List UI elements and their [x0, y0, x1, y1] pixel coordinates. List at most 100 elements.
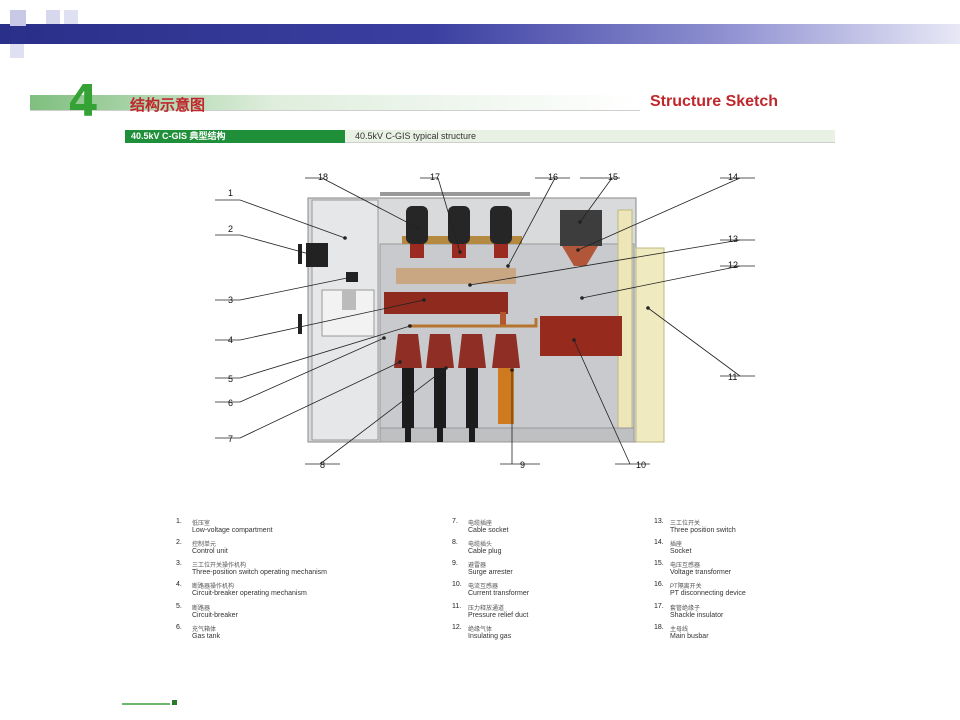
leader-dots: [318, 220, 650, 372]
shackle-insulators: [406, 206, 512, 258]
legend-en: Socket: [670, 548, 692, 555]
callout-15: 15: [608, 172, 618, 182]
control-unit: [306, 243, 328, 267]
voltage-transformer: [560, 210, 602, 246]
legend-number: 10.: [452, 581, 462, 588]
legend-number: 12.: [452, 624, 462, 631]
legend-number: 4.: [176, 581, 182, 588]
legend-number: 1.: [176, 518, 182, 525]
callout-12: 12: [728, 260, 738, 270]
legend-en: Pressure relief duct: [468, 612, 529, 619]
legend-number: 3.: [176, 560, 182, 567]
legend-number: 16.: [654, 581, 664, 588]
legend-cn: 控制单元: [192, 542, 217, 548]
pt-socket: [562, 246, 598, 266]
subheader-cn: 40.5kV C-GIS 典型结构: [125, 130, 345, 143]
current-transformer: [540, 316, 622, 356]
callout-6: 6: [228, 398, 233, 408]
legend-cn: 断路器: [192, 606, 211, 612]
legend-en: Insulating gas: [468, 633, 512, 640]
callout-5: 5: [228, 374, 233, 384]
breaker-link: [500, 312, 506, 326]
legend-cn: PT隔离开关: [670, 584, 702, 590]
legend-cn: 主母线: [670, 627, 689, 633]
legend-number: 6.: [176, 624, 182, 631]
legend-cn: 套管绝缘子: [670, 606, 701, 612]
deco-square: [64, 10, 78, 24]
bottom-plate: [379, 427, 635, 443]
cable-plugs: [394, 334, 520, 428]
legend-cn: 三工位开关: [670, 521, 701, 527]
legend-number: 13.: [654, 518, 664, 525]
callout-11: 11: [728, 372, 737, 382]
legend-cn: 避雷器: [468, 563, 487, 569]
legend-cn: 压力释放通道: [468, 606, 505, 612]
callout-4: 4: [228, 335, 233, 345]
callout-18: 18: [318, 172, 328, 182]
deco-square: [10, 10, 26, 26]
cable-end: [405, 428, 411, 442]
legend-cn: 电压互感器: [670, 563, 701, 569]
top-frame: [380, 192, 530, 196]
subheader-en: 40.5kV C-GIS typical structure: [345, 130, 835, 143]
legend-number: 8.: [452, 539, 458, 546]
legend-en: Gas tank: [192, 633, 221, 640]
legend-cn: 断路器操作机构: [192, 584, 235, 590]
leader-lines: [215, 177, 755, 465]
top-banner-bar: [0, 24, 960, 44]
legend-en: Voltage transformer: [670, 569, 732, 576]
legend-en: PT disconnecting device: [670, 590, 746, 597]
deco-square: [10, 44, 24, 58]
callout-2: 2: [228, 224, 233, 234]
callout-8: 8: [320, 460, 325, 470]
legend-en: Circuit-breaker operating mechanism: [192, 590, 307, 597]
legend-number: 14.: [654, 539, 664, 546]
header-strip: [30, 95, 640, 111]
legend-en: Circuit-breaker: [192, 612, 238, 619]
callout-10: 10: [636, 460, 646, 470]
legend-en: Low-voltage compartment: [192, 527, 273, 534]
legend-number: 17.: [654, 603, 664, 610]
page-title-cn: 结构示意图: [130, 97, 206, 114]
callout-1: 1: [228, 188, 233, 198]
mechanism-slot: [342, 290, 356, 310]
legend-en: Cable plug: [468, 548, 502, 555]
legend-en: Cable socket: [468, 527, 509, 534]
footer-mark: [122, 700, 177, 705]
legend-cn: 电缆插头: [468, 542, 493, 548]
legend-cn: 绝缘气体: [468, 627, 493, 633]
legend-cn: 电缆插座: [468, 521, 493, 527]
legend-en: Current transformer: [468, 590, 530, 597]
section-number: 4: [68, 76, 99, 127]
legend-cn: 电流互感器: [468, 584, 499, 590]
legend-cn: 插座: [670, 542, 683, 548]
legend-cn: 低压室: [192, 521, 211, 527]
side-handle: [298, 314, 302, 334]
callout-9: 9: [520, 460, 525, 470]
legend-number: 18.: [654, 624, 664, 631]
pressure-relief-duct: [635, 247, 665, 443]
legend-number: 7.: [452, 518, 458, 525]
legend-number: 11.: [452, 603, 462, 610]
page-title-en: Structure Sketch: [650, 93, 779, 110]
legend-cn: 充气箱体: [192, 627, 217, 633]
copper-link: [408, 318, 538, 328]
deco-square: [46, 10, 60, 24]
legend-en: Surge arrester: [468, 569, 513, 576]
cable-end: [469, 428, 475, 442]
callout-17: 17: [430, 172, 440, 182]
cable-end: [437, 428, 443, 442]
legend-number: 2.: [176, 539, 182, 546]
legend-en: Three position switch: [670, 527, 736, 534]
legend-number: 5.: [176, 603, 182, 610]
callout-16: 16: [548, 172, 558, 182]
legend-en: Main busbar: [670, 633, 709, 640]
circuit-breaker: [384, 292, 508, 314]
control-handle: [298, 244, 302, 264]
legend-cn: 三工位开关操作机构: [192, 563, 247, 569]
legend-en: Shackle insulator: [670, 612, 724, 619]
callout-13: 13: [728, 234, 738, 244]
callout-7: 7: [228, 434, 233, 444]
legend-number: 15.: [654, 560, 664, 567]
